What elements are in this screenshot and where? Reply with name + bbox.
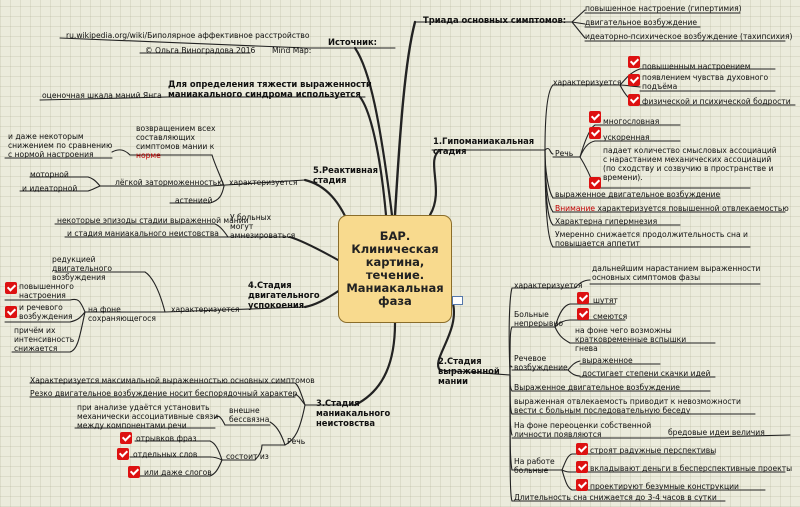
severe-further: дальнейшим нарастанием выраженности осно…	[592, 264, 761, 282]
reactive-asthenia: астенией	[175, 196, 213, 205]
severe-speech-1: выраженное	[582, 356, 633, 365]
attention-rest: характеризуется повышенной отвлекаемость…	[595, 204, 789, 213]
severe-work-3: проектируют безумные конструкции	[590, 482, 739, 491]
frenzy-speech: Речь	[287, 437, 306, 446]
reactive-title: 5.Реактивная стадия	[313, 165, 379, 185]
reactive-return: возвращением всех составляющих симптомов…	[136, 124, 216, 160]
severe-work: На работе больные	[514, 457, 555, 475]
hypomanic-item-3: физической и психической бодрости	[642, 97, 791, 106]
hypomanic-characterized: характеризуется	[553, 78, 622, 87]
hypomanic-speech-1: многословная	[603, 117, 660, 126]
reactive-lowered: и даже некоторым снижением по сравнению …	[8, 132, 113, 159]
check-icon	[576, 479, 588, 491]
severe-laugh: смеются	[593, 312, 628, 321]
frenzy-max: Характеризуется максимальной выраженност…	[30, 376, 315, 385]
check-icon	[117, 448, 129, 460]
triad-title: Триада основных симптомов:	[423, 15, 567, 25]
central-topic-node[interactable]: БАР. Клиническая картина, течение. Маниа…	[338, 215, 452, 323]
frenzy-consists-1: отрывков фраз	[136, 434, 197, 443]
frenzy-consists-3: или даже слогов	[144, 468, 212, 477]
hypomanic-item-2: появлением чувства духовного подъёма	[642, 73, 769, 91]
hypomanic-sleep: Умеренно снижается продолжительность сна…	[555, 230, 748, 248]
reactive-ideator: и идеаторной	[22, 184, 78, 193]
check-icon	[576, 461, 588, 473]
reactive-frenzy-stage: и стадия маниакального неистовства	[67, 229, 219, 238]
source-title: Источник:	[328, 37, 378, 47]
hypomanic-speech: Речь	[555, 149, 574, 158]
severity-title: Для определения тяжести выраженности ман…	[168, 79, 372, 99]
severe-overestimate: На фоне переоценки собственной личности …	[514, 421, 652, 439]
hypomanic-speech-2: ускоренная	[603, 133, 650, 142]
reactive-light: лёгкой заторможенностью	[115, 178, 224, 187]
source-mindmap-label: Mind Map:	[272, 46, 312, 55]
severe-anger: на фоне чего возможны кратковременные вс…	[575, 326, 687, 353]
reactive-return-text: возвращением всех составляющих симптомов…	[136, 124, 216, 151]
hypomanic-item-1: повышенным настроением	[642, 62, 751, 71]
check-icon	[589, 127, 601, 139]
reactive-patients: У больных могут амнезироваться	[230, 213, 296, 240]
check-icon	[576, 443, 588, 455]
source-url-link[interactable]: ru.wikipedia.org/wiki/Биполярное аффекти…	[66, 31, 310, 40]
severe-jokes: шутят	[593, 296, 618, 305]
severe-title: 2.Стадия выраженной мании	[438, 356, 500, 386]
check-icon	[589, 177, 601, 189]
motor-calm-decrease: причём их интенсивность снижается	[14, 326, 75, 353]
check-icon	[128, 466, 140, 478]
central-topic-text: БАР. Клиническая картина, течение. Маниа…	[346, 229, 444, 308]
severe-speech-2: достигает степени скачки идей	[582, 369, 711, 378]
frenzy-consists-2: отдельных слов	[133, 450, 198, 459]
motor-calm-speech: и речевого возбуждения	[19, 303, 73, 321]
reactive-episodes: некоторые эпизоды стадии выраженной мани…	[57, 216, 249, 225]
check-icon	[628, 94, 640, 106]
triad-item-3: идеаторно-психическое возбуждение (тахип…	[585, 32, 793, 41]
severe-characterized: характеризуется	[514, 281, 583, 290]
severity-item: оценочная шкала маний Янга	[42, 91, 162, 100]
check-icon	[5, 306, 17, 318]
reactive-characterized: характеризуется	[229, 178, 298, 187]
hypomanic-hypermnesia: Характерна гипермнезия	[555, 217, 658, 226]
frenzy-external: внешне бессвязна	[229, 406, 270, 424]
severe-sleep: Длительность сна снижается до 3-4 часов …	[514, 493, 717, 502]
motor-calm-elevated: повышенного настроения	[19, 282, 74, 300]
attention-word: Внимание	[555, 204, 596, 213]
reactive-norm: норме	[136, 151, 161, 160]
check-icon	[577, 292, 589, 304]
check-icon	[5, 282, 17, 294]
hypomanic-attention: Внимание характеризуется повышенной отвл…	[555, 204, 789, 213]
motor-calm-title: 4.Стадия двигательного успокоения	[248, 280, 320, 310]
check-icon	[120, 432, 132, 444]
check-icon	[628, 56, 640, 68]
check-icon	[577, 308, 589, 320]
motor-calm-characterized: характеризуется	[171, 305, 240, 314]
check-icon	[628, 74, 640, 86]
frenzy-chaotic: Резко двигательное возбуждение носит бес…	[30, 389, 298, 398]
hypomanic-title: 1.Гипоманиакальная стадия	[433, 136, 535, 156]
hypomanic-motor: выраженное двигательное возбуждение	[555, 190, 721, 199]
triad-item-1: повышенное настроение (гипертимия)	[585, 4, 742, 13]
reactive-motor: моторной	[30, 170, 69, 179]
severe-grandeur: бредовые идеи величия	[668, 428, 765, 437]
check-icon	[589, 111, 601, 123]
frenzy-analysis: при анализе удаётся установить механичес…	[77, 403, 219, 430]
hypomanic-speech-3: падает количество смысловых ассоциаций с…	[603, 146, 777, 182]
severe-speech-exc: Речевое возбуждение	[514, 354, 568, 372]
frenzy-title: 3.Стадия маниакального неистовства	[316, 398, 391, 428]
note-icon	[452, 296, 463, 305]
frenzy-consists: состоит из	[226, 452, 269, 461]
severe-work-1: строят радужные перспективы	[590, 446, 717, 455]
severe-constantly: Больные непрерывно	[514, 310, 563, 328]
triad-item-2: двигательное возбуждение	[585, 18, 698, 27]
severe-motor: Выраженное двигательное возбуждение	[514, 383, 680, 392]
severe-work-2: вкладывают деньги в бесперспективные про…	[590, 464, 793, 473]
severe-distract: выраженная отвлекаемость приводит к нево…	[514, 397, 741, 415]
motor-calm-reduction: редукцией двигательного возбуждения	[52, 255, 112, 282]
motor-calm-background: на фоне сохраняющегося	[88, 305, 156, 323]
source-author: © Ольга Виноградова 2016	[145, 46, 256, 55]
